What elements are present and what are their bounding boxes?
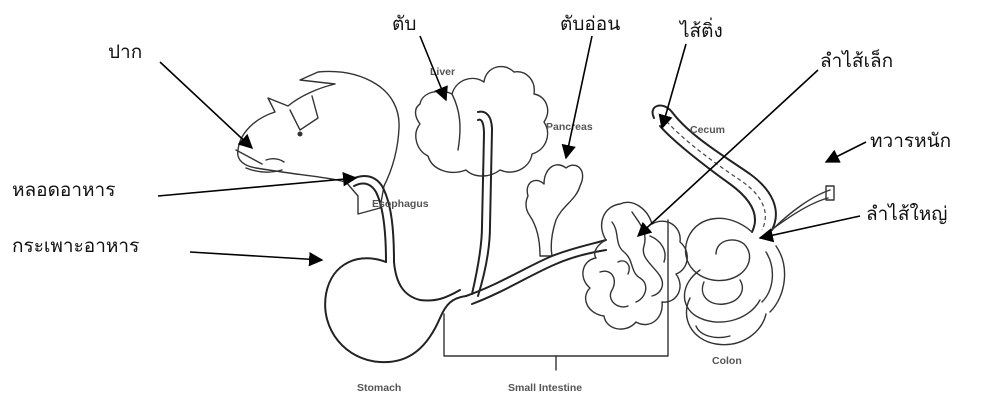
esophagus-illustration <box>350 176 394 262</box>
arrow-esophagus <box>158 178 356 196</box>
small-intestine-tube <box>466 240 606 304</box>
eng-label-esophagus: Esophagus <box>372 198 429 210</box>
thai-label-liver: ตับ <box>392 13 416 35</box>
arrow-small-intestine <box>638 70 818 236</box>
stomach-illustration <box>325 258 466 362</box>
thai-label-esophagus: หลอดอาหาร <box>12 179 115 201</box>
small-intestine-coils <box>583 202 687 329</box>
eng-label-stomach: Stomach <box>357 382 401 394</box>
colon-illustration <box>684 186 834 345</box>
arrow-pancreas <box>566 36 592 158</box>
pancreas-illustration <box>526 165 583 256</box>
thai-label-large-intestine: ลำไส้ใหญ่ <box>866 203 947 225</box>
thai-label-pancreas: ตับอ่อน <box>560 13 620 35</box>
thai-label-anus: ทวารหนัก <box>870 130 951 152</box>
eng-label-small-intestine: Small Intestine <box>508 382 582 394</box>
thai-label-small-intestine: ลำไส้เล็ก <box>820 48 893 72</box>
thai-label-mouth: ปาก <box>108 41 142 63</box>
arrow-anus <box>826 142 866 162</box>
thai-label-stomach: กระเพาะอาหาร <box>12 235 139 257</box>
eng-label-cecum: Cecum <box>690 124 725 136</box>
thai-label-cecum: ไส้ติ่ง <box>678 17 723 42</box>
eng-label-pancreas: Pancreas <box>546 121 593 133</box>
pig-head-illustration <box>236 72 399 215</box>
duct-illustration <box>472 112 492 296</box>
arrow-mouth <box>160 62 252 148</box>
eng-label-colon: Colon <box>712 355 742 367</box>
arrow-stomach <box>190 252 322 260</box>
